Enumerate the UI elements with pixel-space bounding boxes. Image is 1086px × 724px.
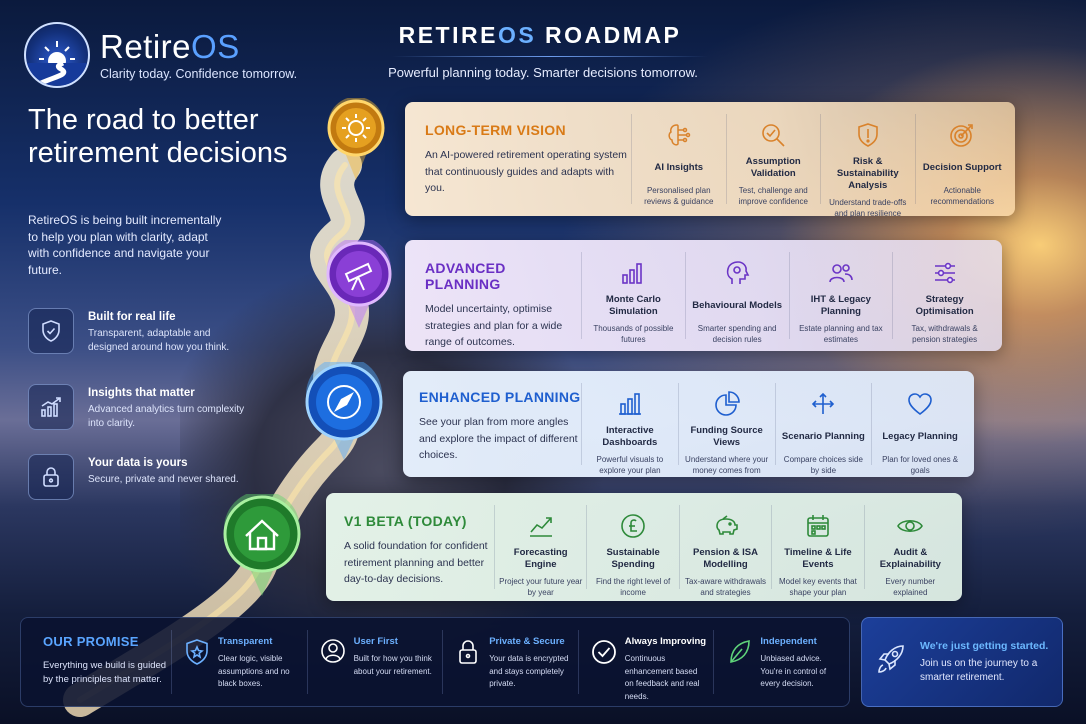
stage-item: Audit & Explainability Every number expl… [863, 505, 956, 597]
stage-item: Scenario Planning Compare choices side b… [774, 383, 872, 475]
stage-desc: Model uncertainty, optimise strategies a… [425, 303, 563, 348]
heart-icon [876, 389, 964, 419]
pin-advanced[interactable] [324, 236, 394, 335]
stage-item: AI Insights Personalised plan reviews & … [631, 114, 726, 206]
stage-title: V1 BETA (TODAY) [344, 513, 467, 529]
pin-vision[interactable] [326, 96, 386, 187]
stage-desc: See your plan from more angles and explo… [419, 416, 578, 461]
brand-name: RetireOS [100, 28, 240, 65]
journey-cta[interactable]: We're just getting started. Join us on t… [861, 617, 1063, 707]
cta-desc: Join us on the journey to a smarter reti… [920, 657, 1038, 683]
lock-icon [28, 454, 74, 500]
stage-title: LONG-TERM VISION [425, 122, 566, 138]
hero-title: The road to better retirement decisions [28, 104, 288, 169]
stage-desc: An AI-powered retirement operating syste… [425, 149, 627, 194]
pillar-transparent: Transparent Clear logic, visible assumpt… [171, 630, 307, 694]
stage-item: Pension & ISA Modelling Tax-aware withdr… [678, 505, 771, 597]
stage-card-v1[interactable]: V1 BETA (TODAY) A solid foundation for c… [326, 493, 962, 601]
pin-v1[interactable] [220, 490, 304, 603]
sun-icon [327, 96, 385, 180]
stage-card-vision[interactable]: LONG-TERM VISION An AI-powered retiremen… [405, 102, 1015, 218]
feature-desc: Advanced analytics turn complexity into … [88, 404, 245, 429]
pie-chart-icon [683, 389, 771, 419]
pillar-private-secure: Private & Secure Your data is encrypted … [442, 630, 578, 694]
stage-item: Monte Carlo Simulation Thousands of poss… [581, 252, 685, 344]
eye-icon [869, 511, 952, 541]
feature-insights: Insights that matter Advanced analytics … [28, 384, 248, 431]
feature-title: Built for real life [88, 311, 176, 323]
people-icon [794, 258, 889, 288]
trend-chart-icon [28, 384, 74, 430]
stage-item: Sustainable Spending Find the right leve… [586, 505, 678, 597]
check-circle-icon [591, 636, 621, 694]
shield-icon [825, 120, 911, 150]
shield-check-icon [28, 308, 74, 354]
stage-item: Strategy Optimisation Tax, withdrawals &… [892, 252, 996, 344]
pillar-independent: Independent Unbiased advice. You're in c… [713, 630, 849, 694]
cta-title: We're just getting started. [920, 639, 1049, 652]
stage-item: Legacy Planning Plan for loved ones & go… [871, 383, 968, 475]
magnifier-check-icon [731, 120, 817, 150]
trend-line-icon [499, 511, 582, 541]
telescope-icon [326, 236, 392, 328]
hero-description: RetireOS is being built incrementally to… [28, 213, 222, 277]
roadmap-title: RETIREOS ROADMAP [398, 22, 682, 48]
bar-chart-icon [586, 258, 681, 288]
ai-brain-icon [636, 120, 722, 150]
stage-item: Decision Support Actionable recommendati… [914, 114, 1010, 206]
pound-coin-icon [591, 511, 674, 541]
pillar-user-first: User First Built for how you think about… [306, 630, 443, 694]
stage-card-advanced[interactable]: ADVANCED PLANNING Model uncertainty, opt… [405, 240, 1002, 351]
arrows-icon [780, 389, 868, 419]
roadmap-subtitle: Powerful planning today. Smarter decisio… [388, 65, 698, 80]
rocket-icon [876, 643, 906, 682]
leaf-icon [726, 636, 756, 694]
house-icon [223, 490, 301, 596]
feature-desc: Secure, private and never shared. [88, 474, 239, 485]
promise-title: OUR PROMISE [43, 634, 139, 649]
pin-enhanced[interactable] [302, 356, 386, 467]
title-divider [392, 56, 708, 57]
stage-title: ENHANCED PLANNING [419, 389, 581, 405]
stage-item: IHT & Legacy Planning Estate planning an… [788, 252, 893, 344]
stage-item: Timeline & Life Events Model key events … [771, 505, 863, 597]
piggy-bank-icon [684, 511, 767, 541]
user-icon [320, 636, 350, 694]
lock-icon [455, 636, 485, 694]
bar-chart-icon [586, 389, 674, 419]
target-icon [920, 120, 1006, 150]
calendar-icon [776, 511, 859, 541]
feature-title: Your data is yours [88, 457, 188, 469]
stage-item: Risk & Sustainability Analysis Understan… [820, 114, 915, 218]
stage-item: Forecasting Engine Project your future y… [494, 505, 586, 597]
compass-icon [305, 356, 383, 460]
shield-star-icon [184, 636, 214, 694]
feature-desc: Transparent, adaptable and designed arou… [88, 328, 230, 353]
brand-tagline: Clarity today. Confidence tomorrow. [100, 67, 298, 81]
stage-item: Behavioural Models Smarter spending and … [684, 252, 789, 344]
stage-desc: A solid foundation for confident retirem… [344, 540, 488, 585]
sunrise-road-icon [24, 22, 90, 88]
promise-desc: Everything we build is guided by the pri… [43, 660, 167, 685]
head-gear-icon [690, 258, 785, 288]
brand-logo[interactable]: RetireOS Clarity today. Confidence tomor… [24, 22, 297, 88]
stage-item: Interactive Dashboards Powerful visuals … [581, 383, 678, 475]
stage-item: Assumption Validation Test, challenge an… [725, 114, 821, 206]
promise-bar: OUR PROMISE Everything we build is guide… [20, 617, 850, 707]
feature-real-life: Built for real life Transparent, adaptab… [28, 308, 248, 355]
feature-title: Insights that matter [88, 387, 195, 399]
pillar-always-improving: Always Improving Continuous enhancement … [577, 630, 714, 701]
sliders-icon [897, 258, 992, 288]
stage-card-enhanced[interactable]: ENHANCED PLANNING See your plan from mor… [403, 371, 974, 477]
feature-data: Your data is yours Secure, private and n… [28, 454, 248, 500]
stage-item: Funding Source Views Understand where yo… [677, 383, 775, 475]
stage-title: ADVANCED PLANNING [425, 260, 506, 292]
